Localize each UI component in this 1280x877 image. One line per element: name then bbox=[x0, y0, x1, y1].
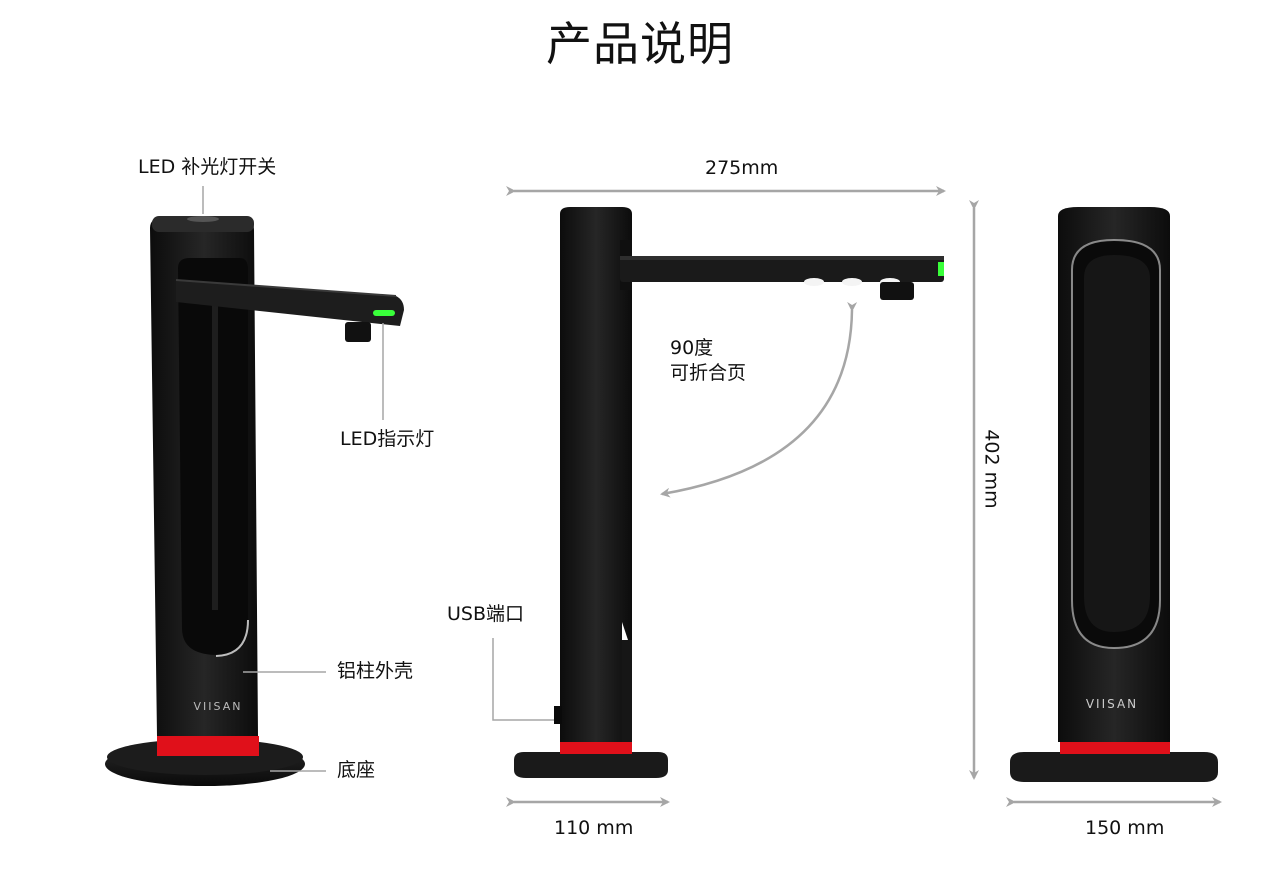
base-width-label: 150 mm bbox=[1085, 817, 1165, 839]
led-indicator-label: LED指示灯 bbox=[340, 428, 435, 450]
red-accent-ring bbox=[560, 742, 632, 754]
led-switch-label: LED 补光灯开关 bbox=[138, 156, 277, 178]
red-accent-ring bbox=[157, 736, 259, 756]
camera-lens bbox=[880, 282, 914, 300]
led-switch-button bbox=[187, 216, 219, 222]
red-accent-ring bbox=[1060, 742, 1170, 754]
side-indicator-light bbox=[938, 262, 944, 276]
brand-logo: VIISAN bbox=[1086, 697, 1138, 711]
base-depth-label: 110 mm bbox=[554, 817, 634, 839]
arm-length-label: 275mm bbox=[705, 157, 779, 179]
height-label: 402 mm bbox=[980, 429, 1003, 509]
page-title: 产品说明 bbox=[546, 17, 734, 71]
device-side-view bbox=[514, 207, 944, 778]
hinge-desc-label: 可折合页 bbox=[670, 362, 747, 384]
led-indicator-light bbox=[373, 310, 395, 316]
aluminum-shell-label: 铝柱外壳 bbox=[337, 660, 414, 682]
usb-port-label: USB端口 bbox=[447, 603, 525, 625]
hinge-angle-label: 90度 bbox=[670, 337, 714, 359]
device-front-view: VIISAN bbox=[1010, 207, 1218, 782]
led-lamp-2 bbox=[842, 278, 862, 286]
usb-port bbox=[554, 706, 562, 724]
hinge-rotation-arrow bbox=[660, 301, 858, 498]
brand-logo: VIISAN bbox=[194, 700, 243, 713]
dimension-arrows bbox=[506, 186, 1222, 807]
base-label: 底座 bbox=[337, 759, 376, 781]
device-front-angle-view: VIISAN bbox=[105, 216, 404, 786]
callout-lines bbox=[202, 186, 557, 772]
led-lamp-1 bbox=[804, 278, 824, 286]
